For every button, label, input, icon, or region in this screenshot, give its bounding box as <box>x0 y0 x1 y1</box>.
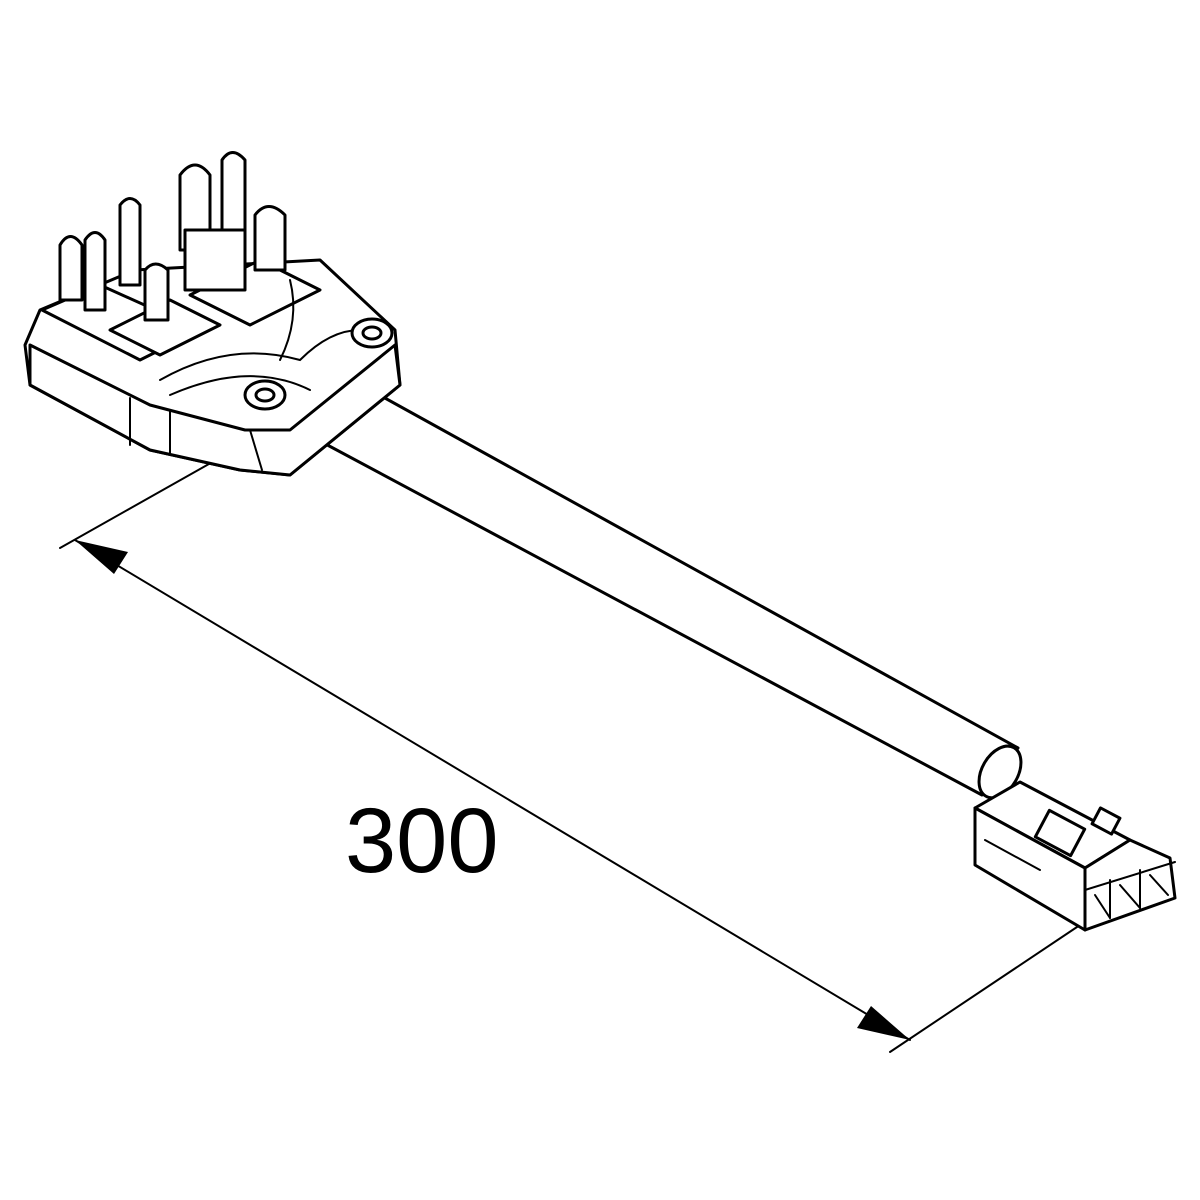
dimension-label: 300 <box>345 790 499 892</box>
end-connector <box>973 780 1177 932</box>
dimension-line <box>74 539 911 1041</box>
plug-body <box>23 258 402 477</box>
arrowhead-left <box>75 540 128 574</box>
cable <box>316 374 1023 800</box>
extension-line-right <box>889 924 1081 1053</box>
plug-pins <box>58 151 287 322</box>
arrowhead-right <box>857 1006 910 1040</box>
